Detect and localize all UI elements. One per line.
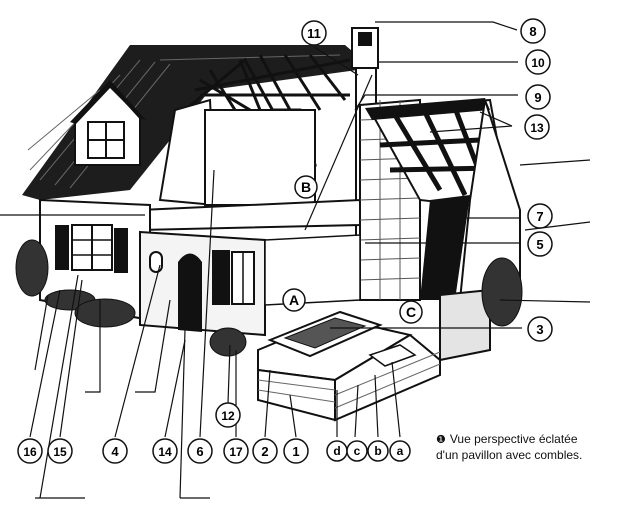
callout-14: 14 [158,445,172,459]
caption-text-2: d'un pavillon avec combles. [436,448,583,462]
zone-b-label: B [301,179,311,195]
callout-9: 9 [534,90,541,105]
callout-10: 10 [531,56,545,70]
callout-13: 13 [530,121,544,135]
foundation [257,310,441,422]
callout-4: 4 [111,444,119,459]
facade [39,198,361,337]
zone-a-label: A [289,292,299,308]
callout-1: 1 [292,444,299,459]
callout-5: 5 [536,237,543,252]
callout-12: 12 [221,409,235,423]
zone-labels: B A C [282,175,423,324]
callout-labels: 11 8 10 9 13 7 5 3 16 15 4 14 6 17 12 2 … [17,18,553,464]
callout-b: b [374,444,381,458]
right-wing [359,98,521,362]
callout-6: 6 [196,444,203,459]
shrubs [15,239,523,357]
callout-15: 15 [53,445,67,459]
zone-c-label: C [406,304,416,320]
main-roof [22,45,372,200]
callout-7: 7 [536,209,543,224]
callout-3: 3 [536,322,543,337]
callout-d: d [333,444,340,458]
caption-text-1: Vue perspective éclatée [449,432,578,446]
callout-a: a [397,444,404,458]
callout-16: 16 [23,445,37,459]
callout-2: 2 [261,444,268,459]
callout-17: 17 [229,445,243,459]
interior-walls [139,98,361,232]
callout-8: 8 [529,24,536,39]
callout-11: 11 [307,26,321,41]
leader-lines [0,21,591,499]
caption-bullet: ❶ [436,434,446,446]
callout-c: c [354,444,361,458]
